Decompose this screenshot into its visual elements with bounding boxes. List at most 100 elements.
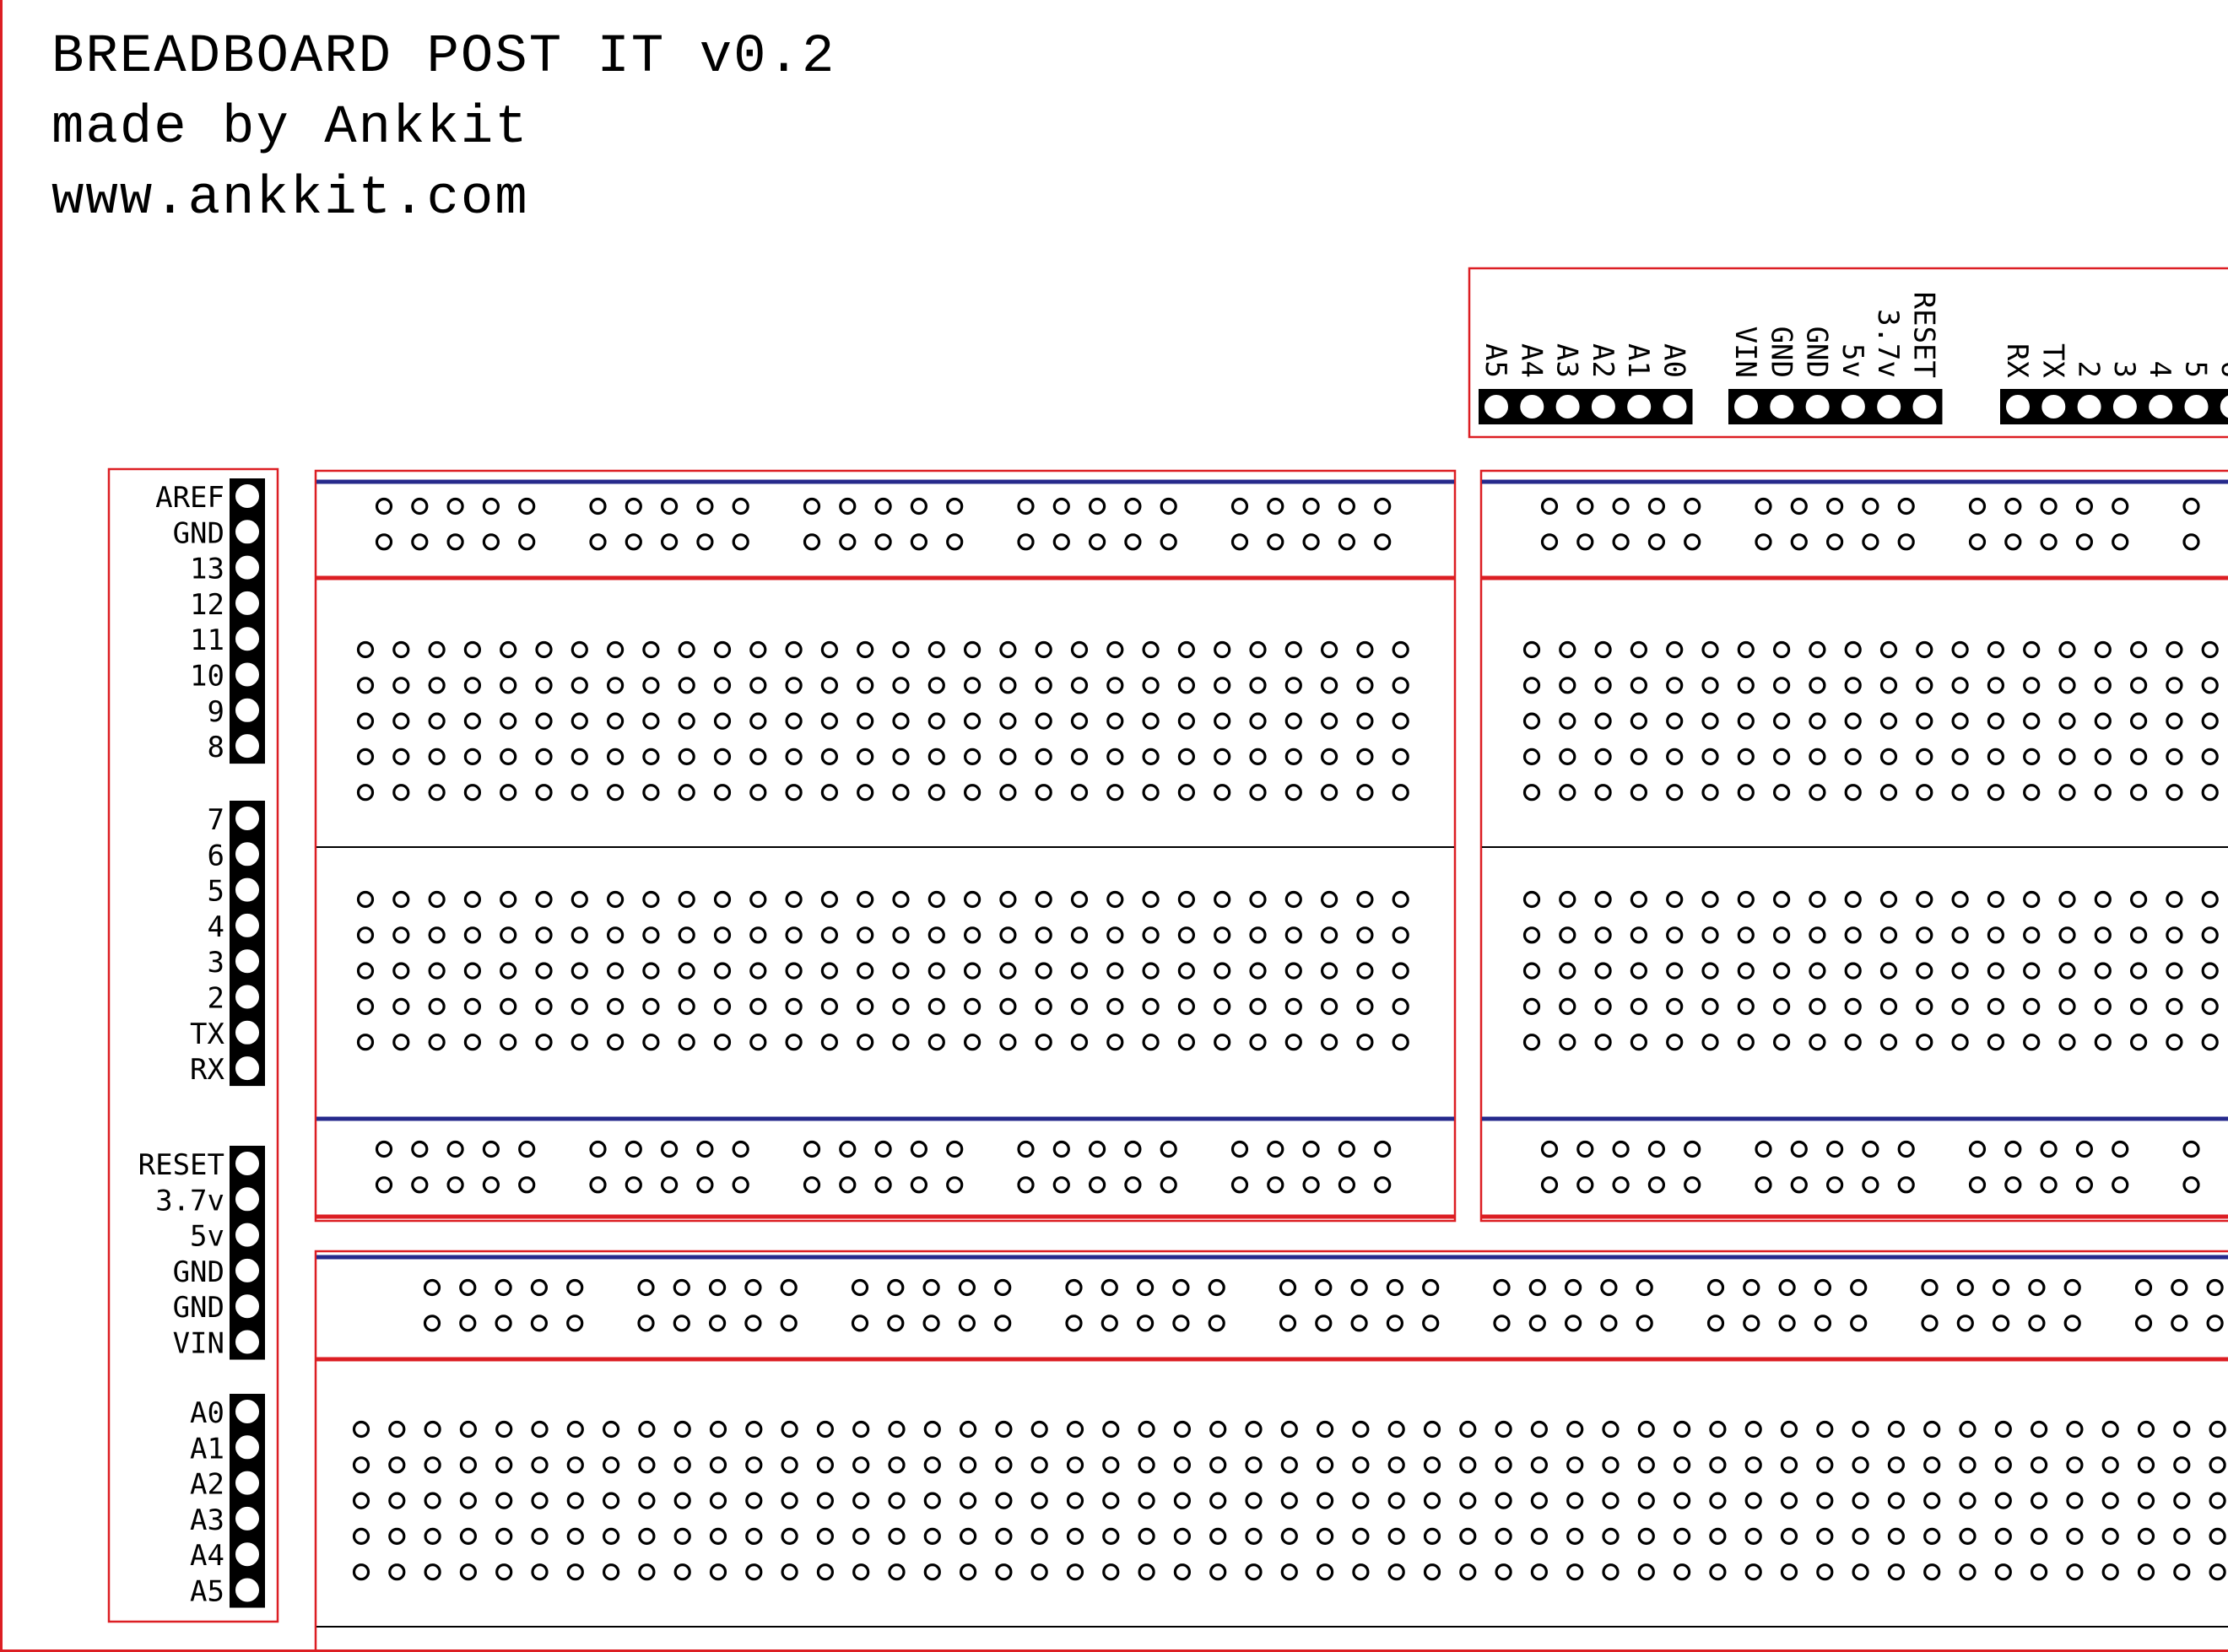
hole-icon bbox=[1267, 1176, 1284, 1194]
hole-icon bbox=[1320, 890, 1338, 909]
hole-icon bbox=[744, 1315, 762, 1332]
hole-icon bbox=[1951, 640, 1969, 659]
hole-icon bbox=[606, 890, 625, 909]
hole-icon bbox=[1666, 712, 1684, 730]
hole-icon bbox=[571, 677, 588, 694]
hole-icon bbox=[713, 890, 732, 909]
hole-icon bbox=[1540, 1176, 1559, 1194]
hole-icon bbox=[1035, 962, 1052, 980]
hole-icon bbox=[1637, 1563, 1655, 1581]
hole-icon bbox=[1284, 712, 1302, 730]
hole-icon bbox=[2173, 1563, 2191, 1581]
hole-icon bbox=[1249, 890, 1267, 909]
hole-icon bbox=[1852, 1527, 1869, 1546]
hole-icon bbox=[892, 748, 910, 766]
hole-icon bbox=[1916, 748, 1933, 766]
author-line: made by Ankkit bbox=[51, 98, 529, 159]
hole-icon bbox=[1530, 1492, 1549, 1509]
hole-icon bbox=[910, 1140, 928, 1158]
hole-icon bbox=[1352, 1456, 1370, 1474]
hole-icon bbox=[709, 1456, 727, 1474]
hole-icon bbox=[1706, 1315, 1725, 1332]
hole-icon bbox=[535, 677, 553, 694]
hole-icon bbox=[1630, 748, 1648, 766]
hole-icon bbox=[388, 1492, 406, 1509]
hole-icon bbox=[1017, 1176, 1035, 1194]
pin-label: RX bbox=[2000, 343, 2034, 378]
hole-icon bbox=[857, 784, 874, 802]
hole-icon bbox=[816, 1456, 835, 1474]
hole-icon bbox=[1106, 926, 1124, 944]
hole-icon bbox=[1666, 997, 1684, 1016]
hole-icon bbox=[1814, 1315, 1831, 1332]
hole-icon bbox=[482, 497, 500, 516]
hole-icon bbox=[785, 890, 803, 909]
hole-icon bbox=[1612, 497, 1630, 516]
hole-icon bbox=[1142, 890, 1160, 909]
hole-icon bbox=[1356, 677, 1374, 694]
hole-icon bbox=[2201, 1034, 2219, 1051]
hole-icon bbox=[839, 497, 857, 516]
hole-icon bbox=[1647, 497, 1666, 516]
hole-icon bbox=[713, 748, 732, 766]
hole-icon bbox=[1780, 1527, 1798, 1546]
hole-icon bbox=[1744, 1492, 1762, 1509]
header-pin-icon bbox=[234, 518, 261, 546]
hole-icon bbox=[495, 1527, 513, 1546]
hole-icon bbox=[571, 748, 588, 766]
hole-icon bbox=[1280, 1563, 1298, 1581]
hole-icon bbox=[1916, 962, 1933, 980]
hole-icon bbox=[2112, 1140, 2129, 1158]
hole-icon bbox=[424, 1420, 441, 1439]
hole-icon bbox=[678, 997, 695, 1016]
hole-icon bbox=[500, 962, 517, 980]
hole-icon bbox=[1844, 677, 1862, 694]
pin-label: 6 bbox=[208, 839, 224, 872]
hole-icon bbox=[1066, 1492, 1084, 1509]
hole-icon bbox=[1267, 1140, 1284, 1158]
hole-icon bbox=[1684, 1176, 1701, 1194]
hole-icon bbox=[745, 1492, 763, 1509]
hole-icon bbox=[2058, 748, 2076, 766]
hole-icon bbox=[1387, 1492, 1405, 1509]
hole-icon bbox=[1352, 1420, 1370, 1439]
hole-icon bbox=[1916, 926, 1933, 944]
hole-icon bbox=[1102, 1456, 1120, 1474]
hole-icon bbox=[1387, 1420, 1405, 1439]
hole-icon bbox=[2166, 926, 2183, 944]
header-pin-icon bbox=[234, 1018, 261, 1046]
hole-icon bbox=[1862, 1140, 1879, 1158]
hole-icon bbox=[1559, 1034, 1576, 1051]
hole-icon bbox=[1245, 1527, 1263, 1546]
hole-icon bbox=[1994, 1563, 2012, 1581]
hole-icon bbox=[2023, 962, 2041, 980]
pin-label: A0 bbox=[190, 1396, 224, 1430]
hole-icon bbox=[2137, 1456, 2155, 1474]
hole-icon bbox=[1987, 784, 2004, 802]
pin-label: A2 bbox=[1586, 343, 1620, 378]
hole-icon bbox=[1706, 1278, 1725, 1297]
hole-icon bbox=[1630, 712, 1648, 730]
hole-icon bbox=[1070, 1034, 1089, 1051]
hole-icon bbox=[1066, 1420, 1084, 1439]
hole-icon bbox=[1530, 1527, 1549, 1546]
hole-icon bbox=[1249, 677, 1267, 694]
hole-icon bbox=[2066, 1527, 2084, 1546]
hole-icon bbox=[1320, 712, 1338, 730]
hole-icon bbox=[1916, 1034, 1933, 1051]
hole-icon bbox=[1142, 962, 1160, 980]
hole-icon bbox=[589, 533, 607, 551]
hole-icon bbox=[1666, 926, 1684, 944]
hole-icon bbox=[781, 1527, 798, 1546]
pin-label: 9 bbox=[208, 695, 224, 729]
hole-icon bbox=[2209, 1420, 2226, 1439]
hole-icon bbox=[566, 1278, 584, 1297]
hole-icon bbox=[1790, 497, 1808, 516]
hole-icon bbox=[678, 748, 695, 766]
hole-icon bbox=[1630, 784, 1648, 802]
hole-icon bbox=[1923, 1492, 1941, 1509]
hole-icon bbox=[959, 1420, 977, 1439]
hole-icon bbox=[1177, 640, 1196, 659]
pin-label: 13 bbox=[190, 553, 224, 586]
